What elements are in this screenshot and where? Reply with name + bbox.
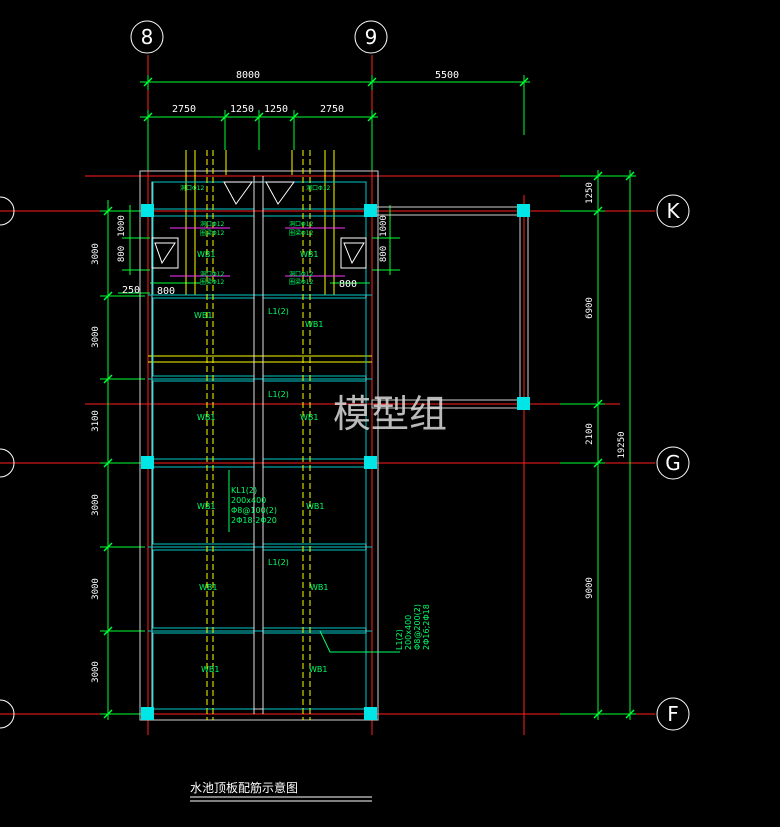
hole-note-right-4: 圈梁Φ12 (289, 278, 314, 286)
grid-label-f: F (667, 702, 679, 726)
grid-bubble-8 (130, 20, 164, 54)
opening-left (151, 237, 179, 269)
dim-left-3100: 3100 (91, 410, 101, 432)
dim-left-800: 800 (117, 246, 127, 262)
columns (141, 204, 530, 720)
dim-top-8000: 8000 (236, 70, 260, 81)
dim-right-1250: 1250 (585, 182, 595, 204)
l1-note-line-3: Φ8@200(2) (413, 604, 422, 650)
watermark-text: 模型组 (333, 392, 447, 436)
l1-note-line-1: L1(2) (395, 629, 404, 650)
hole-note-left-top: 洞口Φ12 (180, 184, 205, 192)
wb1-label-2: WB1 (300, 250, 319, 259)
l1-label-3: L1(2) (268, 558, 289, 567)
column-9-k (364, 204, 377, 217)
vent-right (265, 181, 295, 205)
column-8-k (141, 204, 154, 217)
grid-label-g: G (665, 451, 681, 475)
hole-note-right-top: 洞口Φ12 (306, 184, 331, 192)
hole-note-right-3: 洞口Φ12 (289, 270, 314, 278)
dim-top-2750-a: 2750 (172, 104, 196, 115)
grid-label-8: 8 (141, 25, 154, 49)
dim-left-250: 250 (122, 285, 140, 296)
grid-bubbles (0, 20, 690, 731)
grid-bubble-left-1 (0, 196, 15, 226)
grid-bubble-left-2 (0, 448, 15, 478)
dim-opening-800-right: 800 (339, 279, 357, 290)
dim-opening-800: 800 (379, 246, 389, 262)
dim-opening-1000: 1000 (379, 215, 389, 237)
hole-note-right-1: 洞口Φ12 (289, 220, 314, 228)
wb1-label-12: WB1 (309, 665, 328, 674)
beams (148, 150, 372, 363)
wb1-label-11: WB1 (201, 665, 220, 674)
wb1-label-5: WB1 (197, 413, 216, 422)
dim-left-3000-1: 3000 (91, 243, 101, 265)
dim-top-5500: 5500 (435, 70, 459, 81)
dim-top-1250-a: 1250 (230, 104, 254, 115)
wb1-label-9: WB1 (199, 583, 218, 592)
wb1-label-3: WB1 (194, 311, 213, 320)
l1-note-group: L1(2) 200x400 Φ8@200(2) 2Φ16;2Φ18 (319, 604, 431, 653)
l1-label-1: L1(2) (268, 307, 289, 316)
openings (151, 181, 367, 269)
grid-bubble-g (656, 446, 690, 480)
wb1-label-6: WB1 (300, 413, 319, 422)
dim-opening-800-left: 800 (157, 286, 175, 297)
column-right-k (517, 204, 530, 217)
dim-left-3000-5: 3000 (91, 661, 101, 683)
wb1-label-8: WB1 (306, 502, 325, 511)
column-8-g (141, 456, 154, 469)
dim-left-3000-3: 3000 (91, 494, 101, 516)
opening-right (340, 237, 367, 269)
l1-note-line-2: 200x400 (404, 615, 413, 650)
kl1-line-1: KL1(2) (231, 486, 257, 495)
kl1-line-2: 200x400 (231, 496, 266, 505)
vent-left (223, 181, 253, 205)
l1-note-line-4: 2Φ16;2Φ18 (422, 604, 431, 650)
opening-left-hatch (154, 242, 176, 265)
column-right-mid (517, 397, 530, 410)
drawing-caption: 水池顶板配筋示意图 (190, 780, 298, 795)
grid-label-9: 9 (365, 25, 378, 49)
column-9-f (364, 707, 377, 720)
hole-note-left-4: 圈梁Φ12 (200, 278, 225, 286)
dim-left-1000: 1000 (117, 215, 127, 237)
grid-bubble-left-3 (0, 699, 15, 729)
kl1-line-3: Φ8@100(2) (231, 506, 277, 515)
column-9-g (364, 456, 377, 469)
dim-right-19250: 19250 (617, 431, 627, 458)
grid-label-k: K (666, 199, 680, 223)
opening-right-hatch (343, 242, 365, 265)
hole-note-left-2: 圈梁Φ12 (200, 229, 225, 237)
dim-top-2750-b: 2750 (320, 104, 344, 115)
dim-left-3000-2: 3000 (91, 326, 101, 348)
hole-rebar-marks (170, 227, 345, 277)
dim-right-9000: 9000 (585, 577, 595, 599)
kl1-line-4: 2Φ18;2Φ20 (231, 516, 277, 525)
column-8-f (141, 707, 154, 720)
wb1-label-4: WB1 (305, 320, 324, 329)
grid-bubble-f (656, 697, 690, 731)
l1-note-leader (319, 630, 400, 653)
wb1-label-10: WB1 (310, 583, 329, 592)
dimension-ticks (103, 77, 635, 719)
dim-right-6900: 6900 (585, 297, 595, 319)
dim-right-2100: 2100 (585, 423, 595, 445)
wb1-label-1: WB1 (197, 250, 216, 259)
dim-left-3000-4: 3000 (91, 578, 101, 600)
hole-note-left-1: 洞口Φ12 (200, 220, 225, 228)
l1-label-2: L1(2) (268, 390, 289, 399)
wb1-label-7: WB1 (197, 502, 216, 511)
hole-note-right-2: 圈梁Φ12 (289, 229, 314, 237)
grid-bubble-k (656, 194, 690, 228)
grid-bubble-9 (354, 20, 388, 54)
dim-top-1250-b: 1250 (264, 104, 288, 115)
hole-note-left-3: 洞口Φ12 (200, 270, 225, 278)
beam-centerlines (253, 176, 264, 714)
rebar-lines (206, 150, 311, 720)
